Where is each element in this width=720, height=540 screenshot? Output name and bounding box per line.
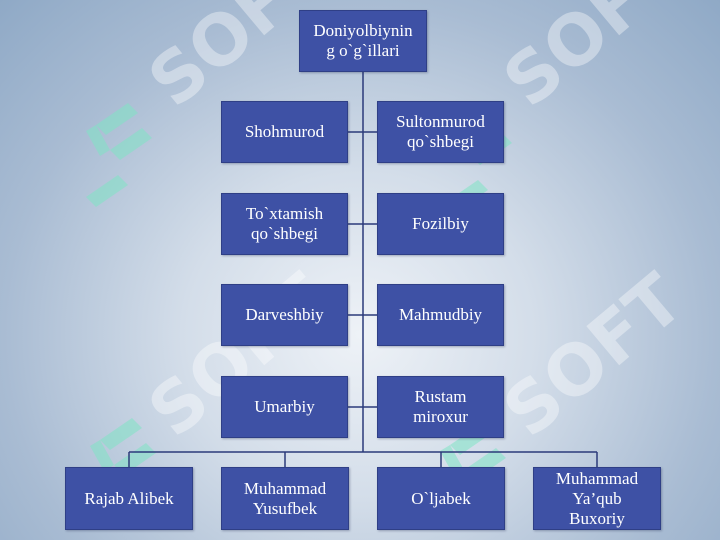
node-fozilbiy: Fozilbiy [377, 193, 504, 255]
root-node: Doniyolbiynin g o`g`illari [299, 10, 427, 72]
node-umarbiy: Umarbiy [221, 376, 348, 438]
node-muhammad-yusufbek: Muhammad Yusufbek [221, 467, 349, 530]
node-rustam-miroxur: Rustam miroxur [377, 376, 504, 438]
node-mahmudbiy: Mahmudbiy [377, 284, 504, 346]
node-oljabek: O`ljabek [377, 467, 505, 530]
node-sultonmurod-qoshbegi: Sultonmurod qo`shbegi [377, 101, 504, 163]
node-toxtamish-qoshbegi: To`xtamish qo`shbegi [221, 193, 348, 255]
node-rajab-alibek: Rajab Alibek [65, 467, 193, 530]
node-shohmurod: Shohmurod [221, 101, 348, 163]
node-darveshbiy: Darveshbiy [221, 284, 348, 346]
node-muhammad-yaqub-buxoriy: Muhammad Ya’qub Buxoriy [533, 467, 661, 530]
